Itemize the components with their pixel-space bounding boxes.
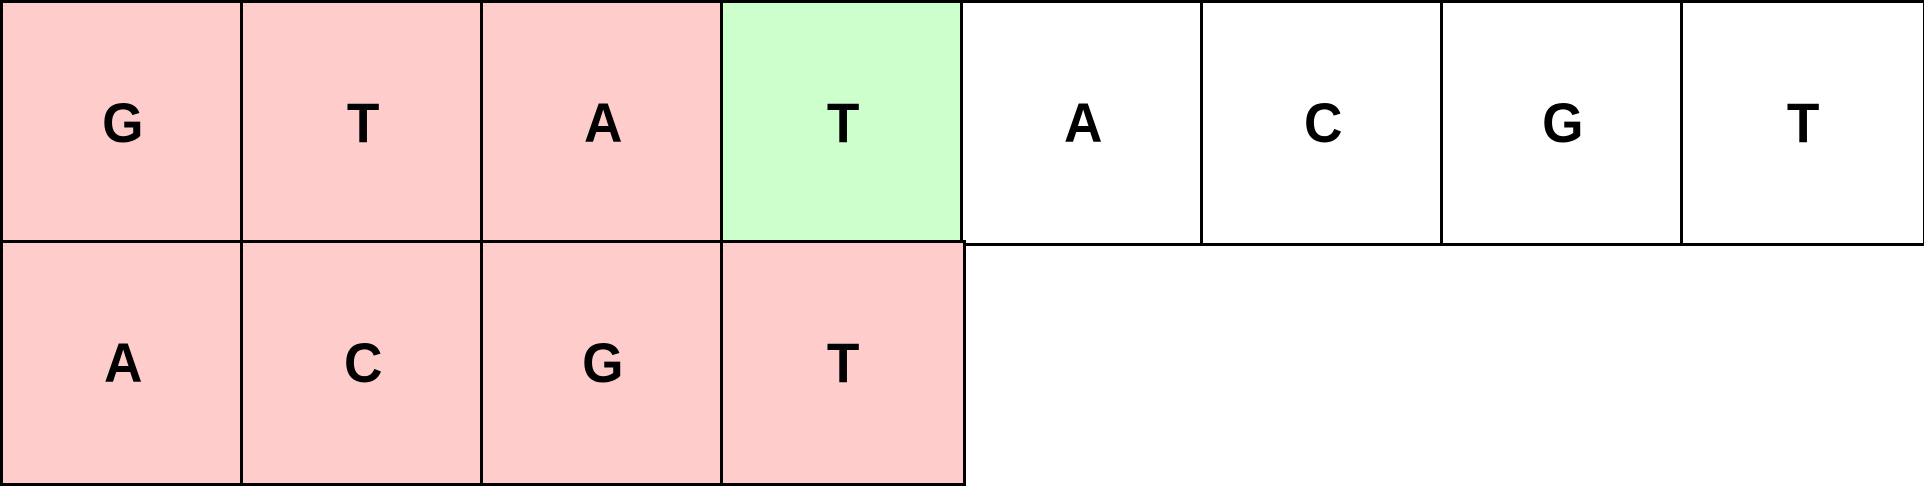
text-letter: A bbox=[583, 91, 623, 154]
pattern-cell-3: T bbox=[720, 240, 966, 486]
text-cell-5: C bbox=[1200, 0, 1446, 246]
text-letter: T bbox=[826, 91, 860, 154]
text-cell-3: T bbox=[720, 0, 966, 246]
pattern-letter: C bbox=[343, 331, 383, 394]
text-letter: T bbox=[1786, 91, 1820, 154]
pattern-letter: A bbox=[103, 331, 143, 394]
text-letter: T bbox=[346, 91, 380, 154]
text-cell-7: T bbox=[1680, 0, 1924, 246]
text-cell-2: A bbox=[480, 0, 726, 246]
text-cell-0: G bbox=[0, 0, 246, 246]
text-cell-1: T bbox=[240, 0, 486, 246]
text-letter: G bbox=[102, 91, 144, 154]
pattern-letter: T bbox=[826, 331, 860, 394]
text-letter: A bbox=[1063, 91, 1103, 154]
text-letter: G bbox=[1542, 91, 1584, 154]
text-letter: C bbox=[1303, 91, 1343, 154]
pattern-cell-1: C bbox=[240, 240, 486, 486]
pattern-cell-2: G bbox=[480, 240, 726, 486]
pattern-cell-0: A bbox=[0, 240, 246, 486]
pattern-letter: G bbox=[582, 331, 624, 394]
text-cell-6: G bbox=[1440, 0, 1686, 246]
text-cell-4: A bbox=[960, 0, 1206, 246]
